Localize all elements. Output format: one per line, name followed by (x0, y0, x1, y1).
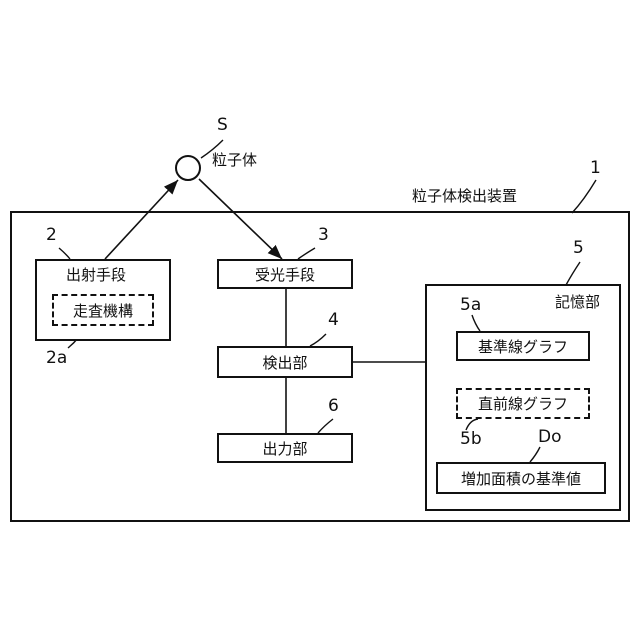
device-ref: 1 (590, 160, 601, 177)
leader-2 (59, 248, 70, 259)
storage-label: 記憶部 (555, 295, 600, 310)
particle-circle (176, 156, 200, 180)
baseline-ref: 5a (460, 297, 481, 314)
detector-label: 検出部 (262, 352, 307, 373)
leader-Do (530, 447, 540, 462)
reception-arrow (199, 179, 282, 259)
previous-ref: 5b (460, 431, 482, 448)
detector-box: 検出部 (217, 346, 353, 378)
leader-3 (298, 248, 315, 259)
leader-6 (318, 419, 333, 433)
reference-box: 増加面積の基準値 (436, 462, 606, 494)
leader-5a (472, 315, 480, 331)
emitter-ref: 2 (46, 227, 57, 244)
detector-ref: 4 (328, 312, 339, 329)
baseline-box: 基準線グラフ (456, 331, 590, 361)
emission-arrow (105, 180, 178, 259)
output-box: 出力部 (217, 433, 353, 463)
previous-box: 直前線グラフ (456, 388, 590, 419)
leader-5 (566, 262, 580, 285)
leader-1 (572, 180, 596, 213)
output-label: 出力部 (262, 438, 307, 459)
receiver-ref: 3 (318, 227, 329, 244)
scanner-label: 走査機構 (73, 300, 133, 321)
receiver-box: 受光手段 (217, 259, 353, 289)
storage-ref: 5 (573, 240, 584, 257)
scanner-ref: 2a (46, 350, 67, 367)
particle-symbol: S (217, 117, 228, 134)
device-label: 粒子体検出装置 (412, 189, 517, 204)
output-ref: 6 (328, 398, 339, 415)
previous-label: 直前線グラフ (478, 393, 568, 414)
scanner-box: 走査機構 (52, 294, 154, 326)
reference-ref: Do (538, 429, 562, 446)
reference-label: 増加面積の基準値 (461, 468, 581, 489)
emitter-label: 出射手段 (66, 268, 126, 283)
particle-label: 粒子体 (212, 153, 257, 168)
receiver-label: 受光手段 (255, 264, 315, 285)
leader-4 (310, 334, 326, 346)
baseline-label: 基準線グラフ (478, 336, 568, 357)
